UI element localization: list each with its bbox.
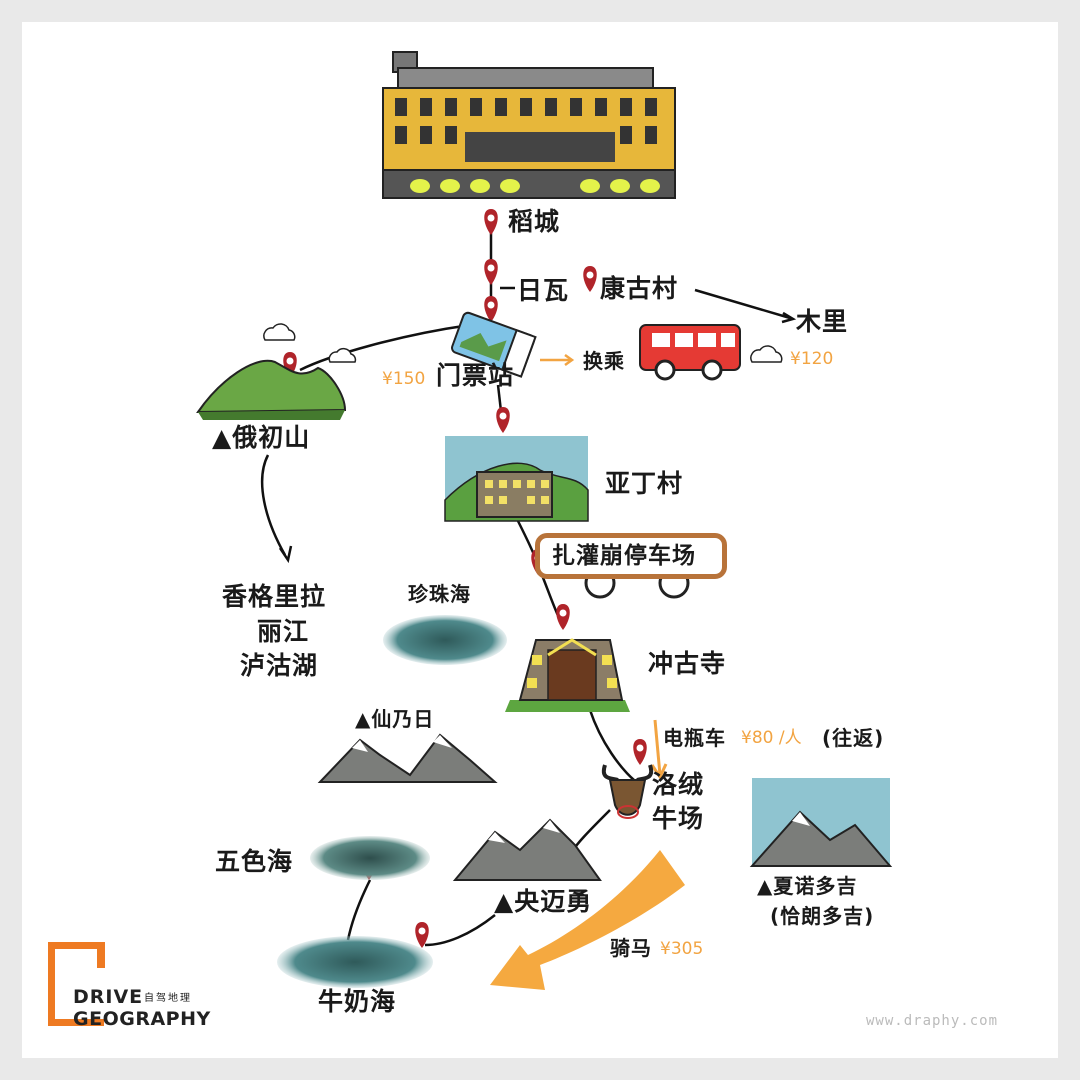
- logo-bracket: [48, 942, 104, 1026]
- watermark: www.draphy.com: [866, 1013, 999, 1029]
- label-echu: ▲俄初山: [212, 423, 311, 452]
- label-horse: 骑马: [610, 936, 652, 960]
- yak-icon: [601, 764, 654, 819]
- label-zhenzhu: 珍珠海: [408, 582, 471, 606]
- label-riwa: 日瓦: [517, 276, 570, 305]
- label-lugu: 泸沽湖: [240, 651, 319, 680]
- label-roundtrip: (往返): [822, 726, 885, 750]
- horse-arrow: [490, 850, 685, 990]
- logo-line2: GEOGRAPHY: [73, 1008, 211, 1030]
- logo-line1: DRIVE: [73, 986, 144, 1008]
- yading-village-illustration: [444, 436, 589, 522]
- price-horse: ¥305: [660, 939, 704, 959]
- label-transfer: 换乘: [583, 349, 625, 373]
- bus-icon: [639, 324, 741, 381]
- wuse-lake: [310, 836, 430, 880]
- label-ticket-station: 门票站: [436, 361, 515, 390]
- label-niunai: 牛奶海: [318, 987, 397, 1016]
- niunai-lake: [277, 936, 433, 988]
- hotel-illustration: [382, 51, 676, 199]
- label-qialang: (恰朗多吉): [770, 904, 875, 928]
- label-yangmaiyong: ▲央迈勇: [494, 887, 593, 916]
- echu-mountain: [196, 359, 347, 420]
- label-lijiang: 丽江: [257, 617, 310, 646]
- price-ticket: ¥150: [382, 369, 426, 389]
- yangmaiyong-mountain: [452, 818, 602, 881]
- label-kanggu: 康古村: [600, 274, 679, 303]
- label-xianuoduoji: ▲夏诺多吉: [757, 874, 858, 898]
- parking-sign: 扎灌崩停车场: [535, 533, 727, 579]
- label-shangrila: 香格里拉: [222, 582, 327, 611]
- label-chonggu: 冲古寺: [648, 649, 727, 678]
- label-muli: 木里: [796, 307, 849, 336]
- label-daocheng: 稻城: [508, 207, 561, 236]
- label-luorong-2: 牛场: [652, 804, 705, 833]
- price-bus: ¥120: [790, 349, 834, 369]
- label-luorong-1: 洛绒: [652, 770, 705, 799]
- label-xiannairi: ▲仙乃日: [355, 707, 435, 731]
- label-ebus: 电瓶车: [663, 726, 726, 750]
- zhenzhu-lake: [383, 615, 507, 665]
- logo-bracket-tip: [97, 942, 105, 968]
- xianuoduoji-mountain: [749, 778, 893, 867]
- label-yading: 亚丁村: [605, 469, 684, 498]
- xiannairi-mountain: [317, 733, 498, 783]
- chonggu-temple: [505, 638, 630, 712]
- ticket-icon: [451, 311, 537, 378]
- label-parking: 扎灌崩停车场: [552, 543, 696, 569]
- price-ebus: ¥80 /人: [741, 728, 802, 748]
- logo-cn: 自驾地理: [144, 993, 192, 1004]
- label-wuse: 五色海: [215, 847, 294, 876]
